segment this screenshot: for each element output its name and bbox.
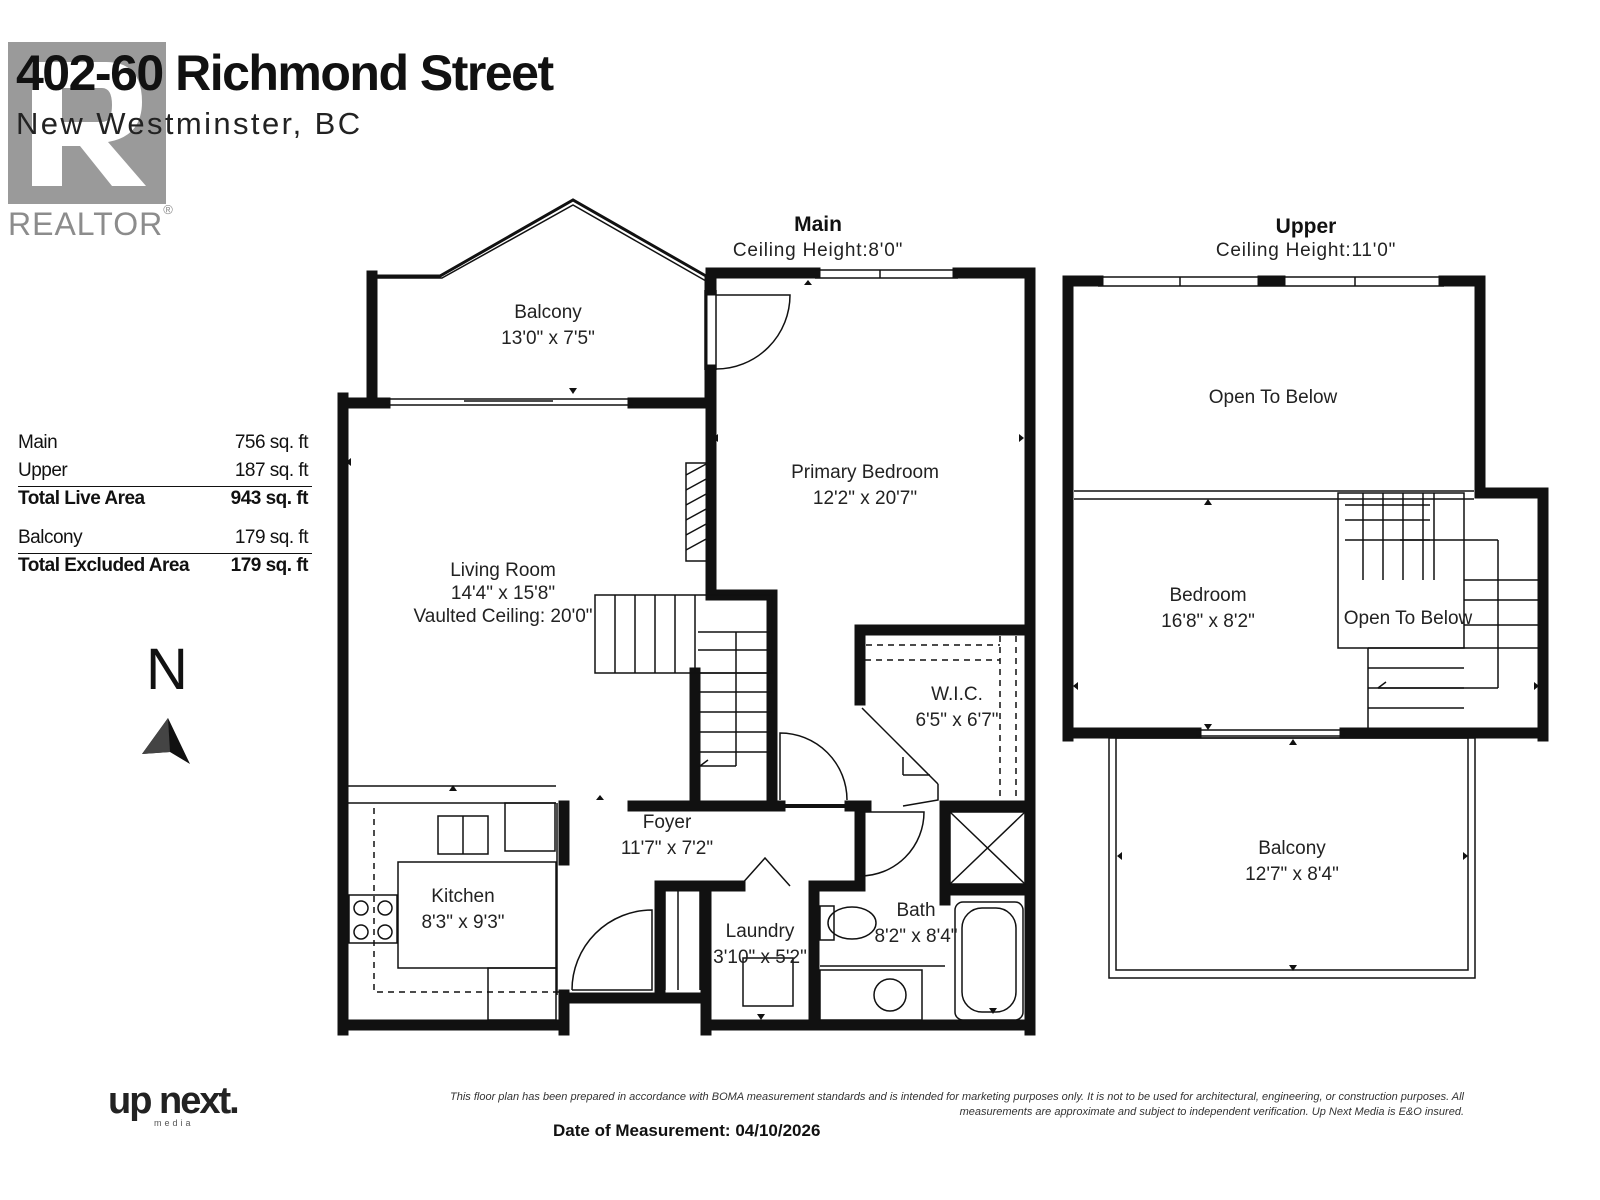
room-dims: 6'5" x 6'7" — [915, 710, 999, 731]
upper-stairs — [1337, 492, 1538, 728]
room-name: Open To Below — [1343, 608, 1473, 629]
brand-logo: up next. — [108, 1080, 240, 1122]
room-label-primary-bedroom: Primary Bedroom 12'2" x 20'7" — [791, 460, 939, 512]
area-label: Total Excluded Area — [18, 555, 190, 576]
area-row-total-live: Total Live Area 943 sq. ft — [18, 488, 312, 514]
upper-floor-title: Upper — [1275, 215, 1337, 238]
north-arrow-icon — [142, 718, 190, 764]
room-label-kitchen: Kitchen 8'3" x 9'3" — [421, 884, 504, 936]
area-row-total-excluded: Total Excluded Area 179 sq. ft — [18, 555, 312, 581]
room-name: Bath — [896, 900, 936, 921]
upper-ceiling-height: Ceiling Height:11'0" — [1215, 240, 1397, 261]
upper-balcony-railing — [1108, 737, 1476, 979]
room-dims: 13'0" x 7'5" — [501, 328, 595, 349]
room-dims: 12'2" x 20'7" — [812, 488, 918, 509]
room-label-laundry: Laundry 3'10" x 5'2" — [713, 919, 807, 971]
room-name: Kitchen — [431, 886, 495, 907]
room-label-upper-balcony: Balcony 12'7" x 8'4" — [1245, 836, 1339, 888]
area-value: 943 sq. ft — [230, 488, 309, 509]
room-name: W.I.C. — [931, 684, 983, 705]
room-dims: 3'10" x 5'2" — [713, 947, 807, 968]
room-label-open-to-below-top: Open To Below — [1209, 385, 1338, 411]
bath-fixtures — [819, 811, 1026, 1021]
area-value: 756 sq. ft — [234, 432, 309, 453]
room-label-open-to-below-stair: Open To Below — [1344, 606, 1473, 632]
area-row-main: Main 756 sq. ft — [18, 432, 312, 458]
disclaimer-line: measurements are approximate and subject… — [959, 1106, 1464, 1118]
main-floor-title: Main — [794, 213, 842, 236]
listing-location: New Westminster, BC — [16, 106, 363, 141]
disclaimer: This floor plan has been prepared in acc… — [280, 1090, 1464, 1120]
main-stairs — [594, 594, 773, 767]
room-name: Balcony — [514, 302, 582, 323]
room-name: Laundry — [725, 921, 795, 942]
disclaimer-line: This floor plan has been prepared in acc… — [450, 1091, 1464, 1103]
room-name: Primary Bedroom — [791, 462, 939, 483]
area-label: Upper — [18, 460, 68, 481]
kitchen-fixtures — [348, 785, 564, 1021]
room-dims: 8'2" x 8'4" — [874, 926, 958, 947]
room-dims: 16'8" x 8'2" — [1161, 611, 1255, 632]
listing-title: 402-60 Richmond Street — [16, 45, 554, 101]
room-label-foyer: Foyer 11'7" x 7'2" — [621, 810, 713, 862]
room-name: Foyer — [642, 812, 692, 833]
room-name: Open To Below — [1208, 387, 1338, 408]
room-name: Living Room — [450, 560, 556, 581]
main-ceiling-height: Ceiling Height:8'0" — [732, 240, 904, 261]
area-value: 179 sq. ft — [230, 555, 309, 576]
measurement-date: Date of Measurement: 04/10/2026 — [553, 1121, 821, 1140]
main-balcony-railing — [372, 198, 707, 278]
room-dims: 14'4" x 15'8" — [450, 583, 556, 604]
room-name: Balcony — [1258, 838, 1326, 859]
room-dims: 12'7" x 8'4" — [1245, 864, 1339, 885]
room-label-living-room: Living Room 14'4" x 15'8" Vaulted Ceilin… — [413, 559, 592, 628]
room-label-bath: Bath 8'2" x 8'4" — [874, 898, 957, 950]
room-label-wic: W.I.C. 6'5" x 6'7" — [915, 682, 998, 734]
room-name: Bedroom — [1169, 585, 1247, 606]
room-dims: 11'7" x 7'2" — [620, 838, 714, 859]
room-label-main-balcony: Balcony 13'0" x 7'5" — [501, 300, 595, 352]
room-note: Vaulted Ceiling: 20'0" — [413, 606, 593, 627]
area-value: 187 sq. ft — [234, 460, 309, 481]
area-label: Balcony — [18, 527, 83, 548]
realtor-logo — [8, 42, 166, 204]
brand-logo-subtext: media — [154, 1118, 194, 1128]
realtor-wordmark: REALTOR® — [8, 202, 174, 242]
fireplace — [685, 462, 709, 562]
compass-north-label: N — [146, 637, 188, 702]
area-value: 179 sq. ft — [234, 527, 309, 548]
room-label-upper-bedroom: Bedroom 16'8" x 8'2" — [1161, 583, 1255, 635]
area-row-balcony: Balcony 179 sq. ft — [18, 527, 312, 554]
area-row-upper: Upper 187 sq. ft — [18, 460, 312, 487]
area-label: Total Live Area — [18, 488, 145, 509]
room-dims: 8'3" x 9'3" — [421, 912, 505, 933]
area-label: Main — [18, 432, 58, 453]
